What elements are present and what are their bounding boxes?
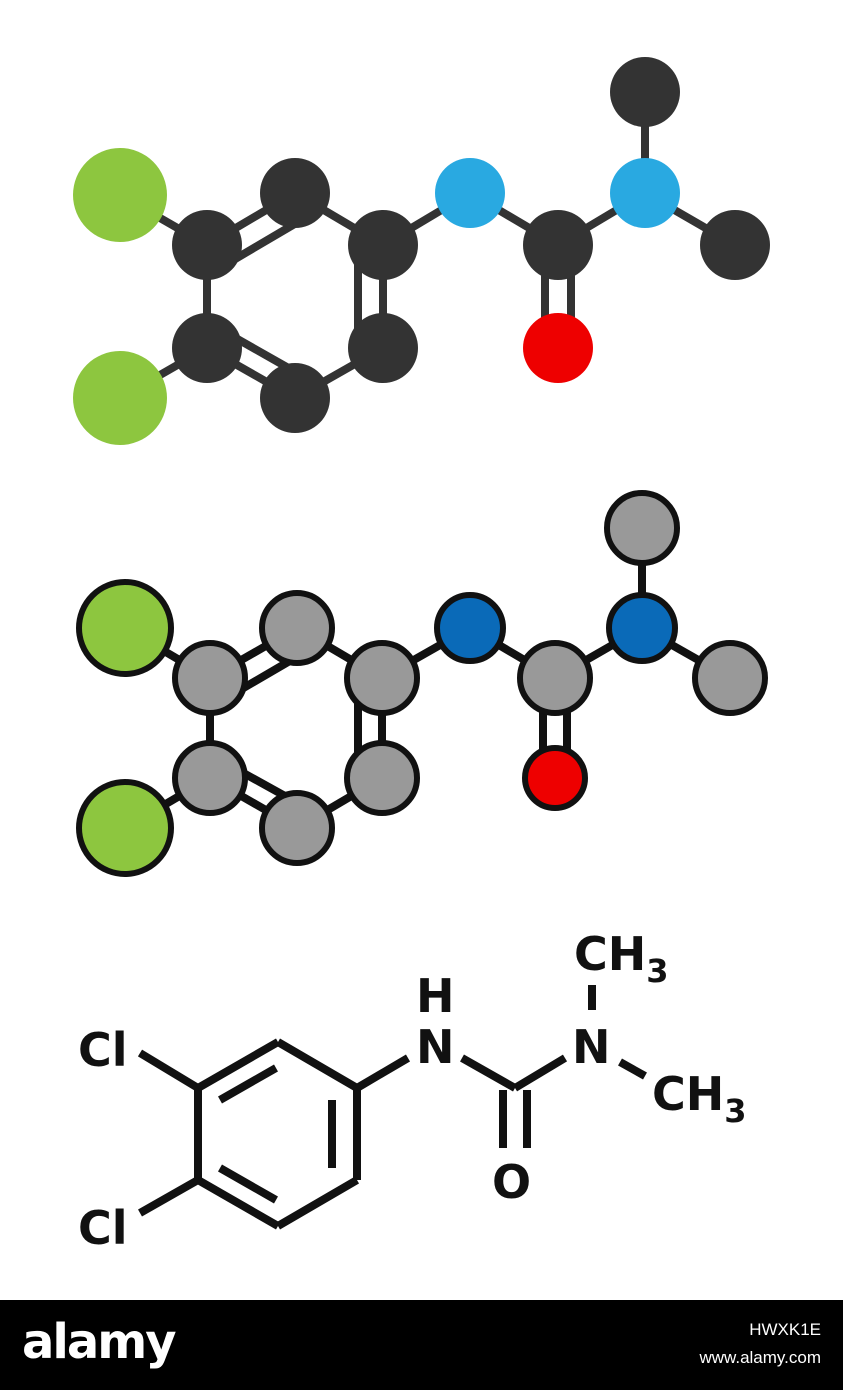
carbon-atom: [344, 640, 420, 716]
double-bond-line: [218, 1164, 278, 1204]
chlorine-atom: [76, 579, 174, 677]
methyl-label: CH3: [652, 1067, 747, 1130]
carbon-atom: [344, 740, 420, 816]
carbon-atom: [700, 210, 770, 280]
alamy-logo: alamy: [22, 1314, 177, 1370]
nitrogen-label: N: [416, 1020, 455, 1074]
carbon-atom: [172, 313, 242, 383]
bond: [196, 1038, 280, 1092]
double-bond-line: [218, 1064, 278, 1104]
bond: [618, 1058, 647, 1080]
chlorine-atom: [73, 148, 167, 242]
carbon-atom: [172, 640, 248, 716]
oxygen-atom: [523, 313, 593, 383]
site-url: www.alamy.com: [699, 1348, 821, 1367]
carbon-atom: [523, 210, 593, 280]
nitrogen-atom: [434, 592, 506, 664]
carbon-atom: [259, 590, 335, 666]
carbon-atom: [610, 57, 680, 127]
bond: [196, 1176, 280, 1230]
bond: [137, 1049, 201, 1092]
carbon-atom: [260, 363, 330, 433]
methyl-label: CH3: [574, 927, 669, 990]
nitrogen-atom: [606, 592, 678, 664]
chlorine-label: Cl: [78, 1023, 128, 1077]
carbon-atom: [604, 490, 680, 566]
watermark-bar: alamy HWXK1E www.alamy.com: [0, 1300, 843, 1390]
bond: [138, 1176, 200, 1217]
image-id: HWXK1E: [749, 1320, 821, 1339]
bond: [275, 1176, 360, 1230]
carbon-atom: [517, 640, 593, 716]
chlorine-label: Cl: [78, 1201, 128, 1255]
carbon-atom: [172, 210, 242, 280]
carbon-atom: [172, 740, 248, 816]
flat-model-atoms: [76, 490, 768, 877]
bond: [275, 1038, 360, 1092]
nitrogen-atom: [435, 158, 505, 228]
hydrogen-label: H: [416, 969, 455, 1023]
nitrogen-atom: [610, 158, 680, 228]
bond: [512, 1054, 568, 1092]
carbon-atom: [692, 640, 768, 716]
chlorine-atom: [73, 351, 167, 445]
carbon-atom: [259, 790, 335, 866]
carbon-atom: [260, 158, 330, 228]
carbon-atom: [348, 210, 418, 280]
ball-and-stick-atoms: [73, 57, 770, 445]
chlorine-atom: [76, 779, 174, 877]
oxygen-label: O: [492, 1155, 531, 1209]
skeletal-formula-bonds: [137, 985, 647, 1230]
molecule-diagram: Cl Cl H N O N CH3 CH3: [73, 57, 770, 1255]
nitrogen-label: N: [572, 1020, 611, 1074]
bond: [460, 1054, 517, 1092]
oxygen-atom: [522, 745, 588, 811]
carbon-atom: [348, 313, 418, 383]
bond: [354, 1054, 411, 1092]
skeletal-formula-labels: Cl Cl H N O N CH3 CH3: [78, 927, 747, 1255]
